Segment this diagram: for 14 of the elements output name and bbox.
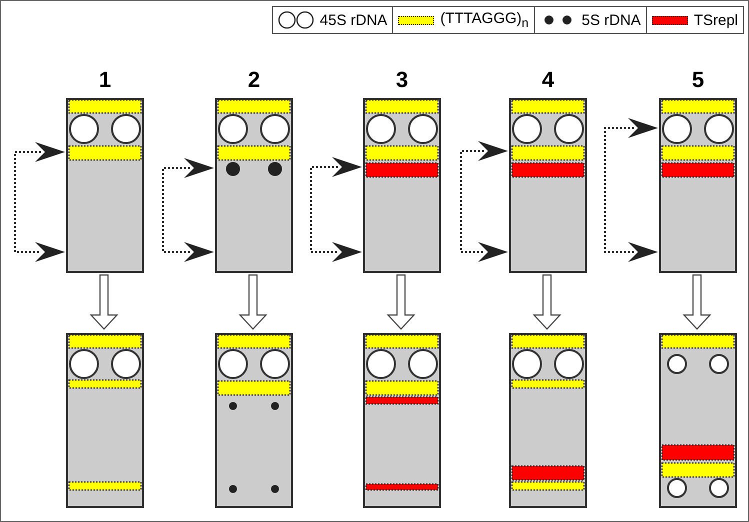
chromosome-number: 5 (690, 68, 706, 92)
chromosome-number: 2 (246, 68, 262, 92)
legend-label: (TTTAGGG)$_{n}$ (440, 10, 529, 30)
chromosome-number: 1 (98, 68, 112, 92)
block-arrow (532, 274, 562, 330)
block-arrow (682, 274, 712, 330)
block-arrow (90, 274, 118, 330)
block-arrow (238, 274, 268, 330)
legend-label: 5S rDNA (582, 12, 641, 28)
block-arrow (386, 274, 416, 330)
legend-label: TSrepl (694, 12, 738, 28)
chromosome-number: 3 (394, 68, 410, 92)
legend-label: 45S rDNA (320, 12, 388, 28)
chromosome-number: 4 (540, 68, 556, 92)
